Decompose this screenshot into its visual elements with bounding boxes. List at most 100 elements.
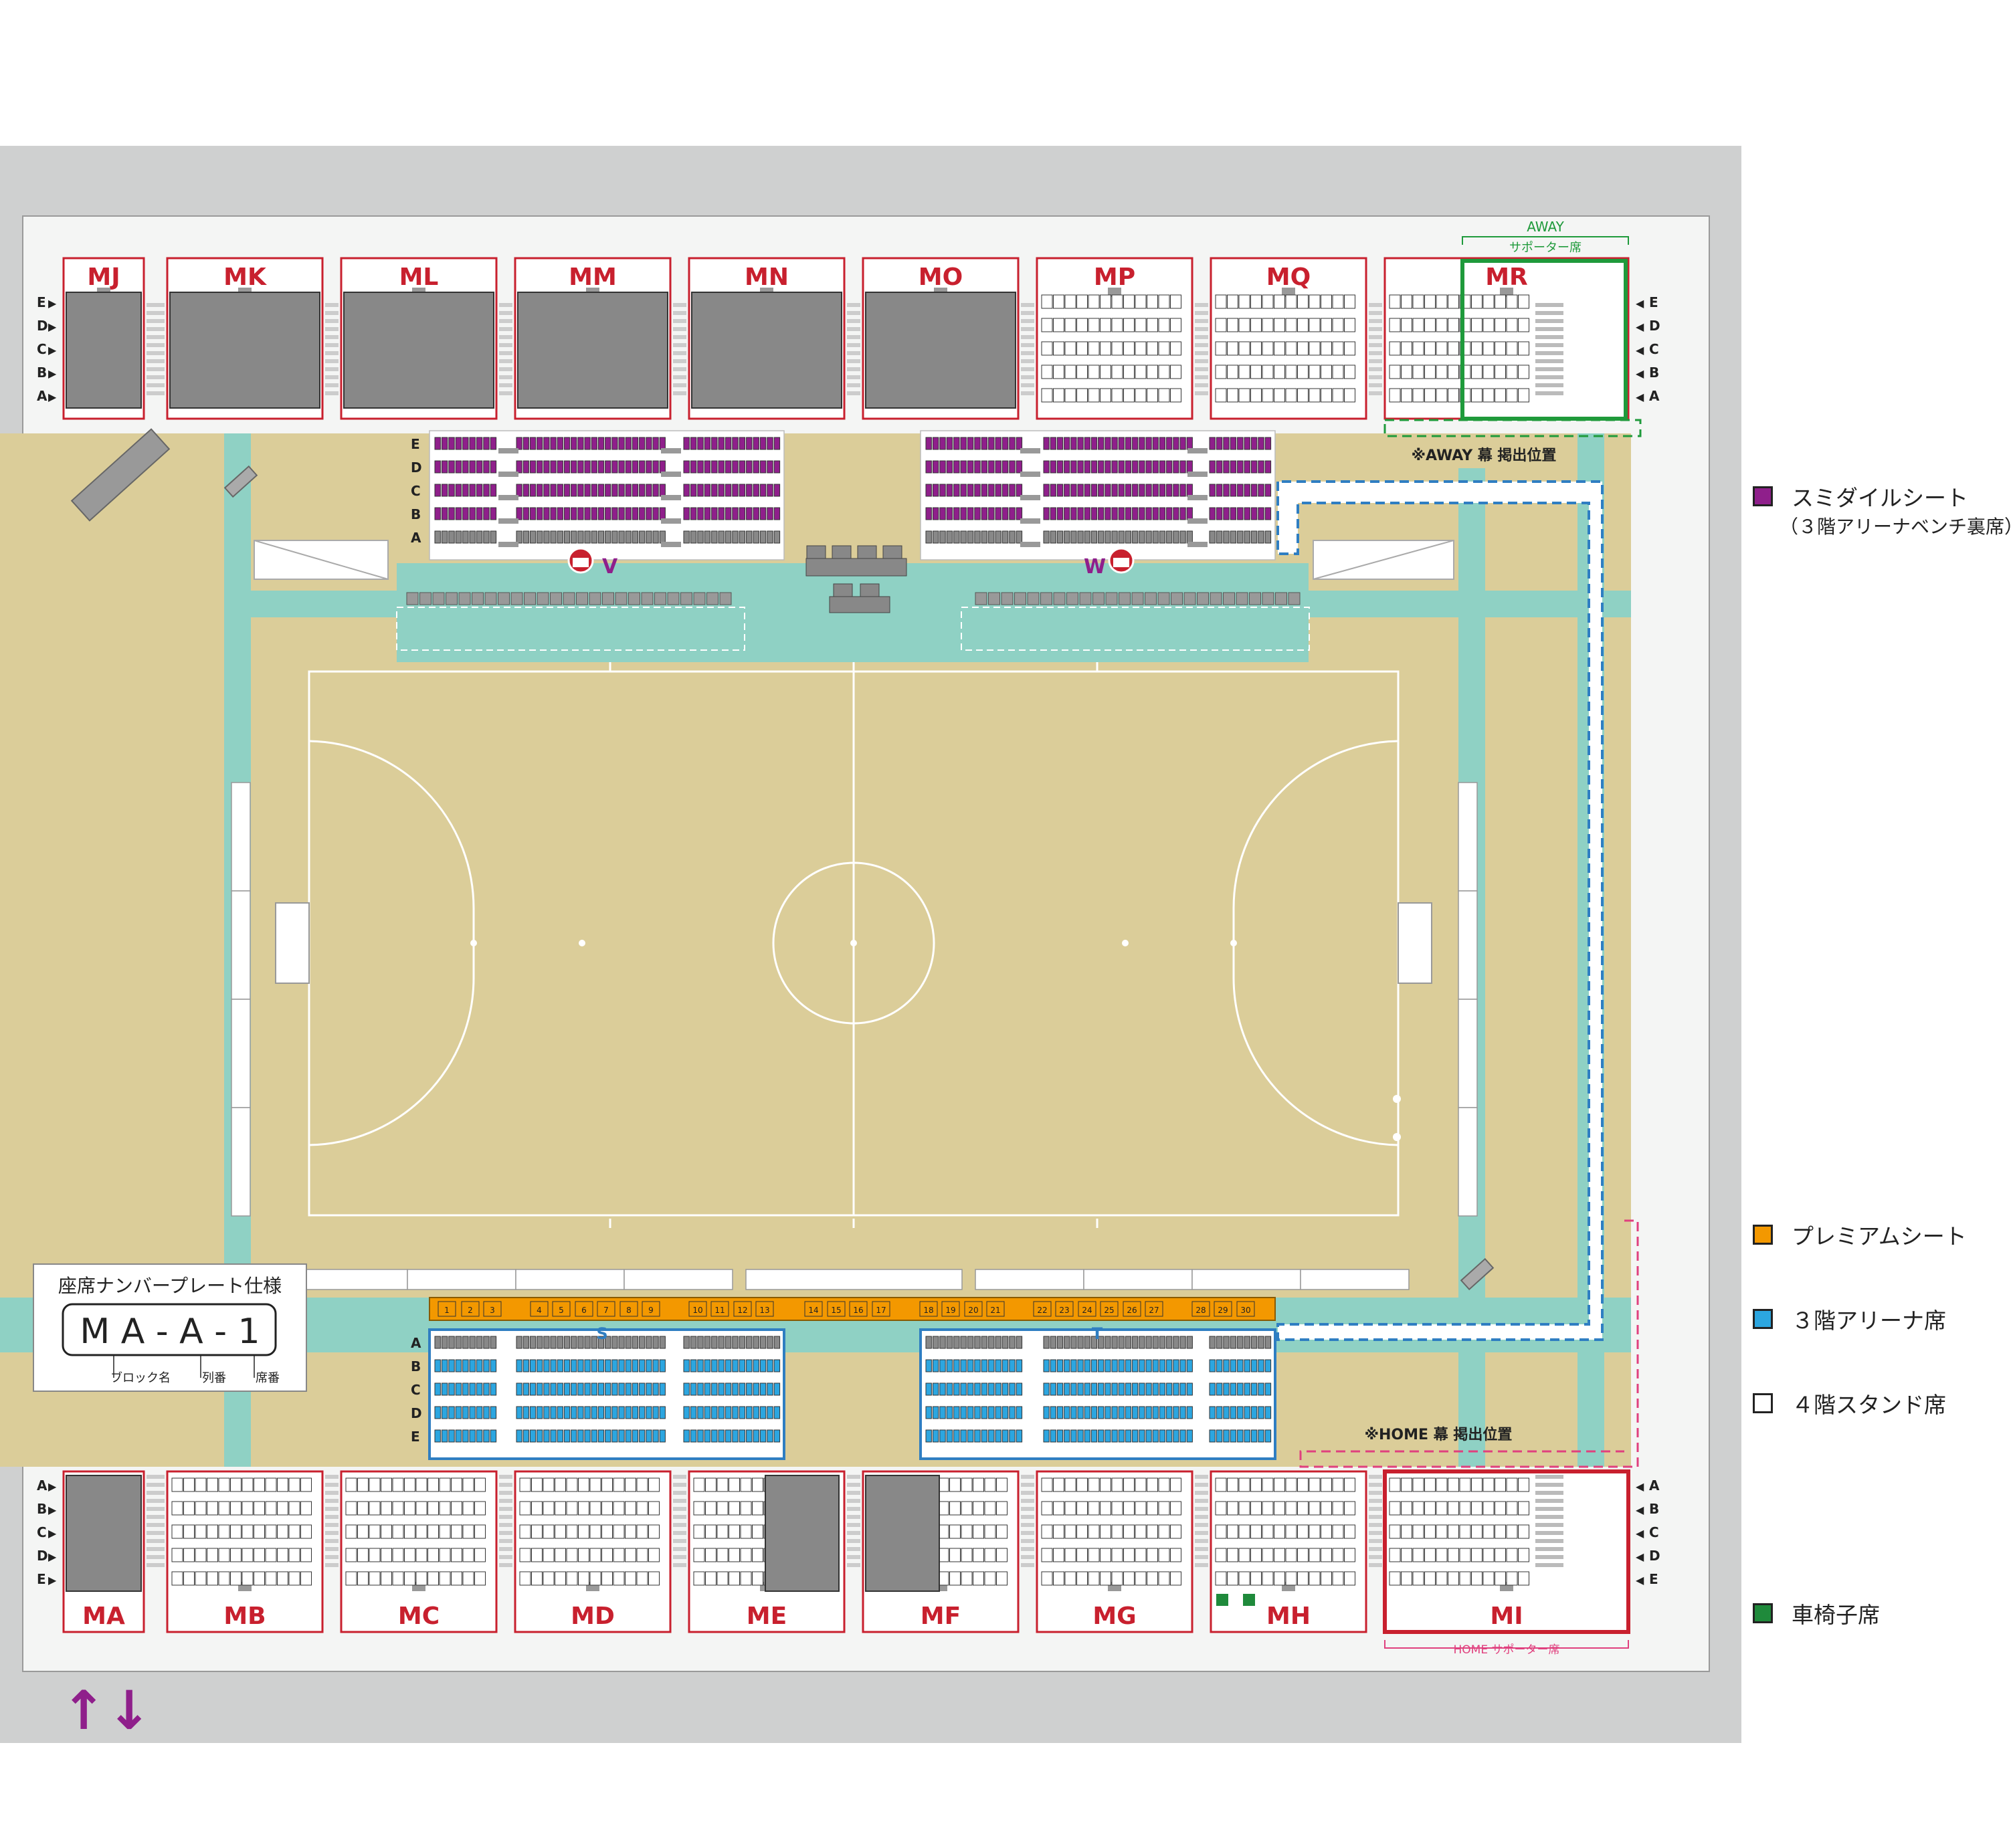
stair-step xyxy=(1535,1523,1563,1527)
stand-seat xyxy=(288,1571,300,1586)
block-label: MB xyxy=(223,1603,266,1630)
arena-section-t-seat xyxy=(1173,1359,1179,1372)
arena-section-w-seat xyxy=(939,530,946,544)
arena-section-t-seat xyxy=(1077,1429,1084,1443)
arena-section-s-seat xyxy=(611,1406,618,1419)
arena-section-v-seat xyxy=(683,530,690,544)
arena-section-w-seat xyxy=(1132,484,1139,497)
arena-section-w-seat xyxy=(1125,530,1132,544)
arena-section-v-seat xyxy=(537,437,543,450)
stand-seat xyxy=(1147,1571,1158,1586)
stand-seat xyxy=(1389,1548,1401,1562)
arena-section-w-seat xyxy=(1001,460,1009,474)
arena-section-v-seat xyxy=(597,484,605,497)
stand-seat xyxy=(1227,1477,1238,1492)
arena-section-w-seat xyxy=(1064,484,1070,497)
stand-seat xyxy=(474,1548,486,1562)
block-label: ML xyxy=(399,264,439,291)
arena-section-s-seat xyxy=(611,1382,618,1396)
stand-seat xyxy=(1158,294,1170,309)
stair-step xyxy=(847,343,860,347)
stair-step xyxy=(847,1499,860,1503)
stand-seat xyxy=(693,1524,705,1539)
stand-seat xyxy=(1053,1548,1064,1562)
stand-seat xyxy=(1147,294,1158,309)
stand-seat xyxy=(1100,294,1111,309)
stand-seat xyxy=(636,1524,648,1539)
arena-section-v-seat xyxy=(646,437,652,450)
stand-seat xyxy=(1147,388,1158,403)
stand-seat xyxy=(1332,388,1344,403)
arena-section-t-seat xyxy=(1132,1429,1139,1443)
arena-section-v-seat xyxy=(611,437,618,450)
stair-step xyxy=(1535,1531,1563,1535)
arena-section-w-seat xyxy=(1118,437,1125,450)
arena-section-w-seat xyxy=(1209,484,1216,497)
stand-seat xyxy=(1389,1501,1401,1516)
stand-seat xyxy=(1401,1524,1412,1539)
stand-row-label-right: A xyxy=(1649,388,1660,404)
stand-seat xyxy=(265,1501,277,1516)
block-label: MK xyxy=(223,264,267,291)
arena-section-w-seat xyxy=(988,484,995,497)
arena-section-t-seat xyxy=(932,1382,939,1396)
stand-seat xyxy=(1227,388,1238,403)
arena-section-s-seat xyxy=(753,1406,759,1419)
stair-step xyxy=(1369,1555,1382,1559)
arena-section-v-seat xyxy=(625,460,632,474)
arena-section-v-seat xyxy=(563,507,571,520)
stand-seat xyxy=(636,1477,648,1492)
arena-section-w-seat xyxy=(988,507,995,520)
premium-seat-number: 7 xyxy=(603,1306,609,1315)
stand-seat xyxy=(1332,1548,1344,1562)
arena-section-w-seat xyxy=(1016,437,1023,450)
aisle-step xyxy=(1020,448,1040,453)
stair-step xyxy=(325,351,339,355)
premium-seat xyxy=(733,1301,752,1317)
arena-section-s-seat xyxy=(632,1359,639,1372)
row-arrow-right-icon: ▶ xyxy=(48,320,57,333)
arena-section-t-seat xyxy=(1244,1336,1250,1349)
arena-section-t-seat xyxy=(1118,1382,1125,1396)
arena-section-s-seat xyxy=(448,1429,455,1443)
stair-step xyxy=(1535,383,1563,387)
stand-seat xyxy=(1170,365,1181,379)
arena-section-w-seat xyxy=(932,507,939,520)
stand-seat xyxy=(1401,1548,1412,1562)
stair-step xyxy=(325,391,339,395)
block-label: MA xyxy=(82,1603,125,1630)
team-bench-seat xyxy=(432,592,445,605)
stand-seat xyxy=(752,1501,763,1516)
aisle-step xyxy=(1020,472,1040,477)
stand-seat xyxy=(1135,294,1147,309)
arena-section-t-seat xyxy=(967,1336,974,1349)
arena-section-s-seat xyxy=(597,1359,605,1372)
arena-section-s-seat xyxy=(732,1382,739,1396)
stair-step xyxy=(847,1483,860,1487)
stair-step xyxy=(325,1523,339,1527)
arena-section-s-seat xyxy=(652,1382,659,1396)
arena-section-t-seat xyxy=(932,1406,939,1419)
stair-step xyxy=(847,1475,860,1479)
arena-section-s-seat xyxy=(725,1359,732,1372)
arena-section-v-seat xyxy=(611,507,618,520)
arena-section-t-seat xyxy=(1084,1382,1090,1396)
arena-section-v-row-label: A xyxy=(411,530,421,546)
stand-seat xyxy=(462,1501,474,1516)
arena-section-w-seat xyxy=(1216,460,1223,474)
arena-section-s-seat xyxy=(448,1359,455,1372)
stair-step xyxy=(1369,327,1382,331)
row-arrow-left-icon: ◀ xyxy=(1636,1480,1644,1493)
block-mo: MO xyxy=(862,257,1020,420)
arena-section-t-seat xyxy=(1230,1359,1237,1372)
row-arrow-left-icon: ◀ xyxy=(1636,1574,1644,1586)
stand-row-label-right: C xyxy=(1649,341,1659,357)
arena-section-w-seat xyxy=(967,460,974,474)
stair-step xyxy=(1195,1523,1208,1527)
arena-section-w-seat xyxy=(1237,437,1244,450)
stair-step xyxy=(147,1547,165,1551)
stair-step xyxy=(325,1483,339,1487)
arena-section-t-seat xyxy=(960,1359,967,1372)
arena-section-s-seat xyxy=(483,1406,490,1419)
